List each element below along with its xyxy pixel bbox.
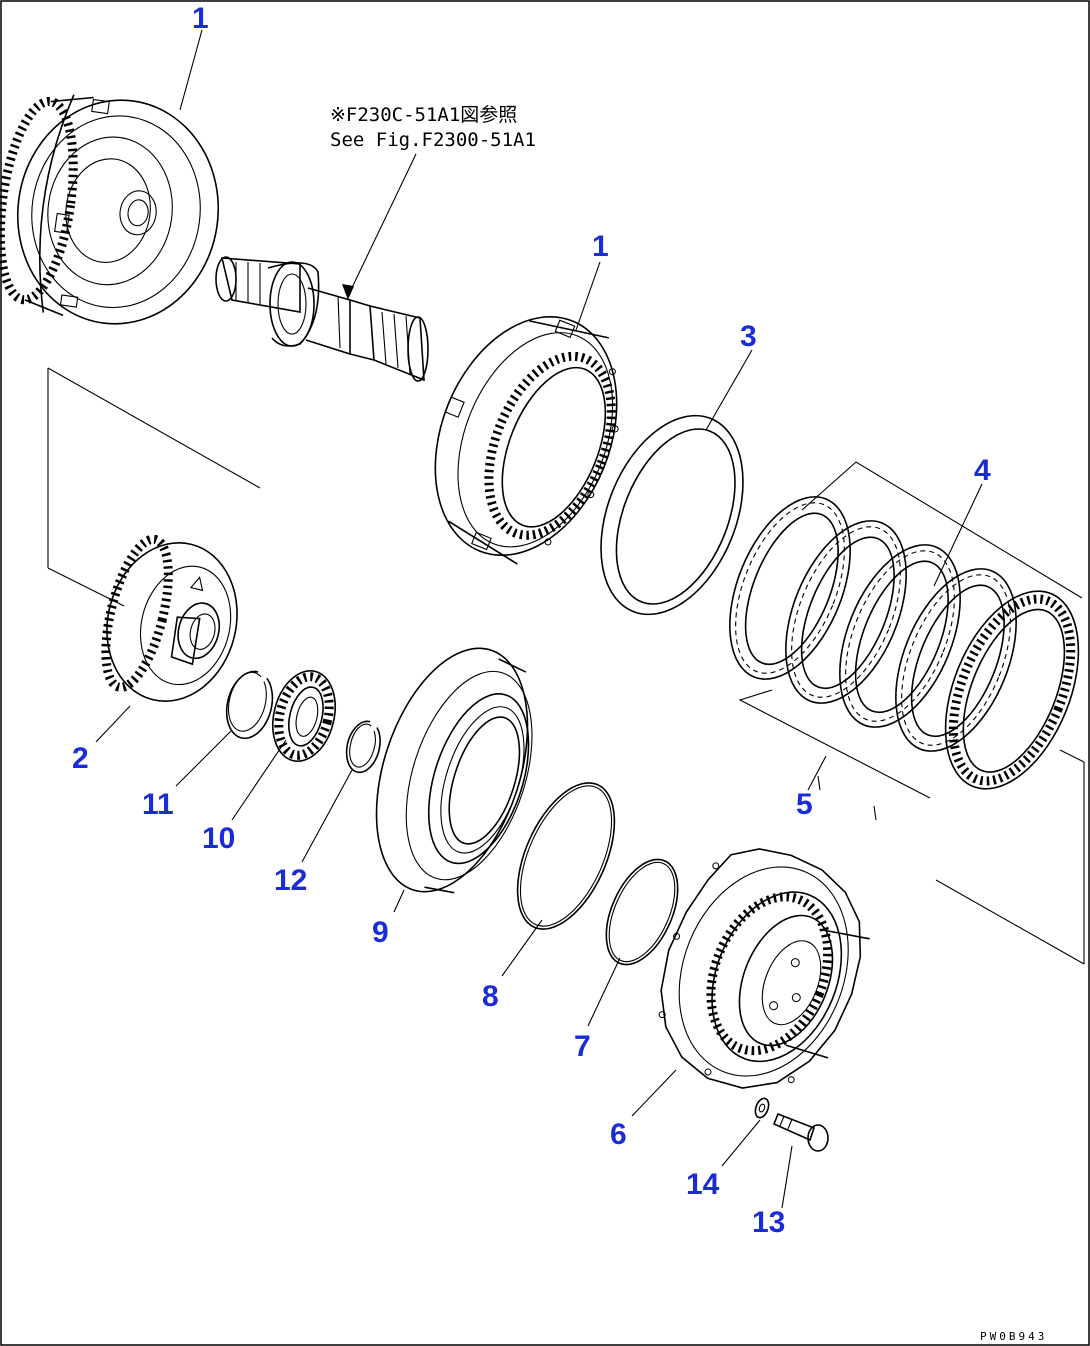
callout-3: 3 — [740, 320, 757, 353]
callouts: 1 1 3 4 5 2 11 10 12 9 8 7 6 14 13 — [72, 2, 991, 1239]
reference-arrowhead — [342, 284, 354, 300]
group-tick-a — [817, 775, 821, 791]
part-6-housing — [658, 848, 870, 1089]
part-13-bolt — [772, 1112, 829, 1152]
group-line-4 — [801, 461, 1083, 599]
callout-14: 14 — [686, 1168, 720, 1201]
shaft-reference — [215, 256, 429, 382]
callout-1-ring-gear: 1 — [592, 230, 609, 263]
callout-7: 7 — [574, 1030, 591, 1063]
callout-5: 5 — [796, 788, 813, 821]
clutch-disc-pack — [729, 461, 1083, 821]
part-7-o-ring — [605, 858, 679, 966]
callout-2: 2 — [72, 742, 89, 775]
callout-12: 12 — [274, 864, 307, 897]
part-1-ring-gear — [434, 316, 619, 565]
part-3-plate — [600, 414, 744, 616]
reference-leader-line — [347, 153, 417, 297]
callout-9: 9 — [372, 916, 389, 949]
callout-6: 6 — [610, 1118, 627, 1151]
part-2-hub — [101, 534, 238, 702]
callout-11: 11 — [142, 788, 174, 821]
disc-4 — [895, 568, 1017, 752]
part-9-piston — [375, 647, 533, 894]
callout-8: 8 — [482, 980, 499, 1013]
reference-note: ※F230C-51A1図参照 See Fig.F2300-51A1 — [330, 104, 536, 300]
part-8-o-ring — [516, 782, 616, 930]
disc-5 — [944, 590, 1080, 790]
disc-1 — [729, 496, 851, 680]
part-14-washer — [754, 1097, 770, 1119]
part-11-snap-ring — [225, 670, 274, 740]
group-line-5 — [738, 689, 931, 799]
drawing-code: PW0B943 — [980, 1330, 1047, 1343]
callout-10: 10 — [202, 822, 235, 855]
reference-note-line-jp: ※F230C-51A1図参照 — [330, 104, 517, 126]
disc-3 — [839, 544, 961, 728]
disc-2 — [785, 520, 907, 704]
callout-13: 13 — [752, 1206, 785, 1239]
assembly-lines — [47, 367, 1085, 965]
part-10-bearing — [272, 669, 336, 763]
leader-lines — [95, 29, 983, 1209]
part-12-snap-ring — [345, 720, 381, 774]
part-1-carrier-upper — [0, 94, 220, 325]
callout-1-upper: 1 — [192, 2, 209, 35]
group-tick-b — [873, 805, 877, 821]
reference-note-line-en: See Fig.F2300-51A1 — [330, 129, 536, 151]
callout-4: 4 — [974, 454, 991, 487]
